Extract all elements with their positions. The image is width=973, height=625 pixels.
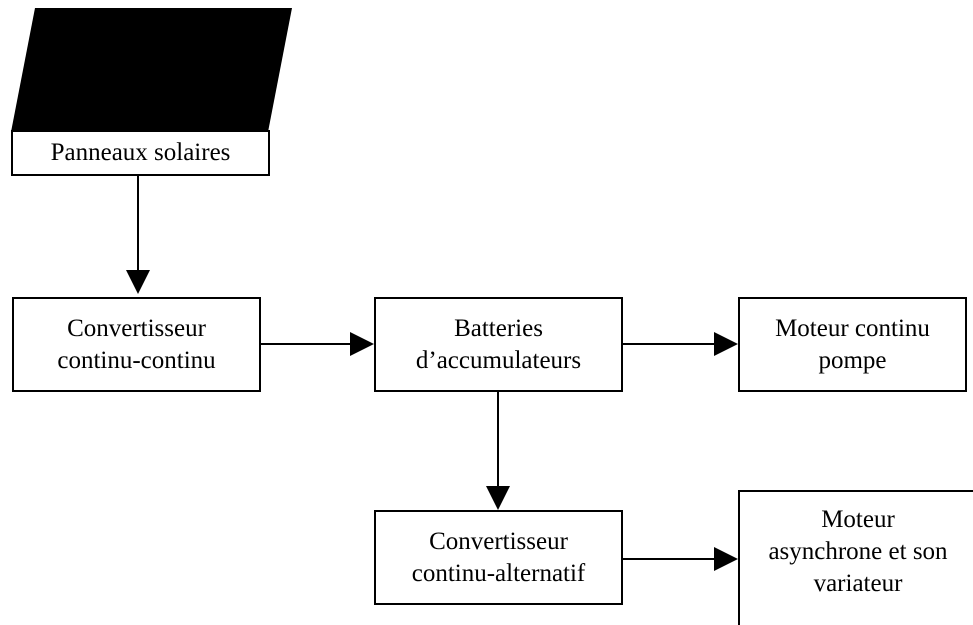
batteries-line2: d’accumulateurs xyxy=(415,346,582,374)
async-motor-line2: asynchrone et son xyxy=(768,538,948,565)
async-motor-line1: Moteur xyxy=(821,506,895,533)
solar-panel-shape xyxy=(11,8,292,132)
solar-panels-box: Panneaux solaires xyxy=(11,130,270,176)
arrow-panels-to-dcdc xyxy=(126,176,150,294)
arrow-dcac-to-async-motor xyxy=(623,547,738,571)
solar-panels-label: Panneaux solaires xyxy=(50,139,231,166)
dc-motor-box: Moteur continu pompe xyxy=(738,297,967,392)
arrow-batteries-to-dc-motor xyxy=(623,332,738,356)
arrow-batteries-to-dcac xyxy=(486,392,510,510)
dc-dc-converter-box: Convertisseur continu-continu xyxy=(12,297,261,392)
batteries-line1: Batteries xyxy=(454,314,543,342)
dc-ac-converter-line1: Convertisseur xyxy=(429,527,568,555)
dc-dc-converter-line2: continu-continu xyxy=(57,346,216,374)
dc-motor-line2: pompe xyxy=(818,346,887,374)
arrow-dcdc-to-batteries xyxy=(261,332,374,356)
async-motor-line3: variateur xyxy=(813,570,903,597)
batteries-box: Batteries d’accumulateurs xyxy=(374,297,623,392)
dc-dc-converter-line1: Convertisseur xyxy=(67,314,206,342)
dc-ac-converter-line2: continu-alternatif xyxy=(411,559,586,587)
async-motor-box: Moteur asynchrone et son variateur xyxy=(738,490,973,625)
dc-ac-converter-box: Convertisseur continu-alternatif xyxy=(374,510,623,605)
dc-motor-line1: Moteur continu xyxy=(775,314,930,342)
